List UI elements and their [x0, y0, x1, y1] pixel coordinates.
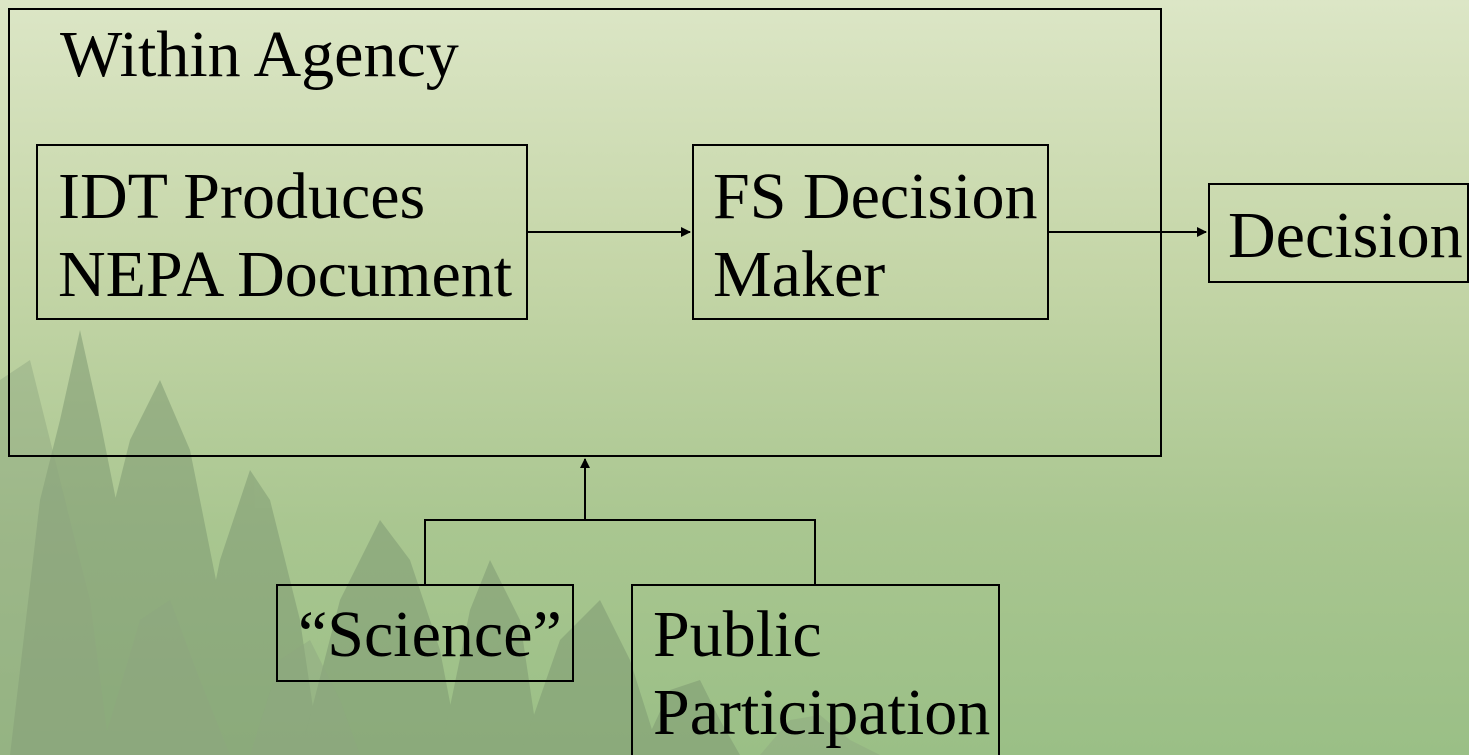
- fs-decision-maker-box: [692, 144, 1049, 320]
- bracket-science-public: [424, 519, 816, 584]
- idt-label-line1: IDT Produces: [58, 160, 426, 233]
- science-label: “Science”: [298, 598, 562, 671]
- fs-label-line1: FS Decision: [713, 160, 1038, 233]
- science-box: [276, 584, 574, 682]
- public-label-line2: Participation: [653, 676, 991, 749]
- idt-label-line2: NEPA Document: [58, 238, 513, 311]
- within-agency-box: [8, 8, 1162, 457]
- public-participation-box: [631, 584, 1000, 755]
- within-agency-label: Within Agency: [60, 18, 459, 91]
- decision-label: Decision: [1228, 199, 1463, 272]
- idt-box: [36, 144, 528, 320]
- public-label-line1: Public: [653, 598, 822, 671]
- fs-label-line2: Maker: [713, 238, 886, 311]
- decision-box: [1208, 183, 1469, 283]
